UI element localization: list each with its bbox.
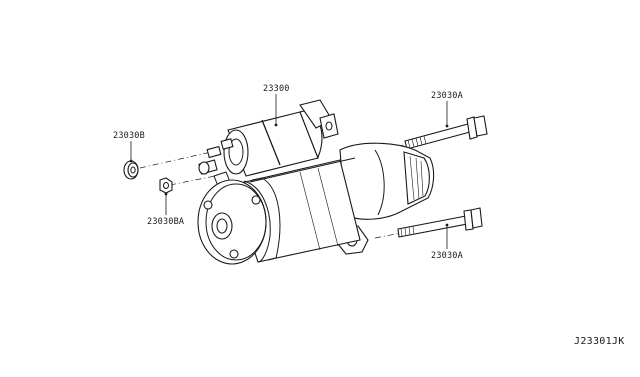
label-nut-left: 23030B [113, 131, 145, 141]
bolt-upper [384, 115, 488, 151]
label-bolt-lower: 23030A [431, 251, 463, 261]
nut-lower [159, 175, 216, 194]
bolt-lower [374, 207, 483, 239]
label-starter-motor: 23300 [263, 84, 290, 94]
diagram-id: J23301JK [574, 336, 625, 347]
label-nut-lower: 23030BA [147, 217, 184, 227]
starter-motor [197, 99, 435, 265]
label-bolt-upper: 23030A [431, 91, 463, 101]
nut-left [123, 149, 221, 180]
leader-lines [129, 94, 449, 249]
terminal-studs [198, 138, 234, 187]
